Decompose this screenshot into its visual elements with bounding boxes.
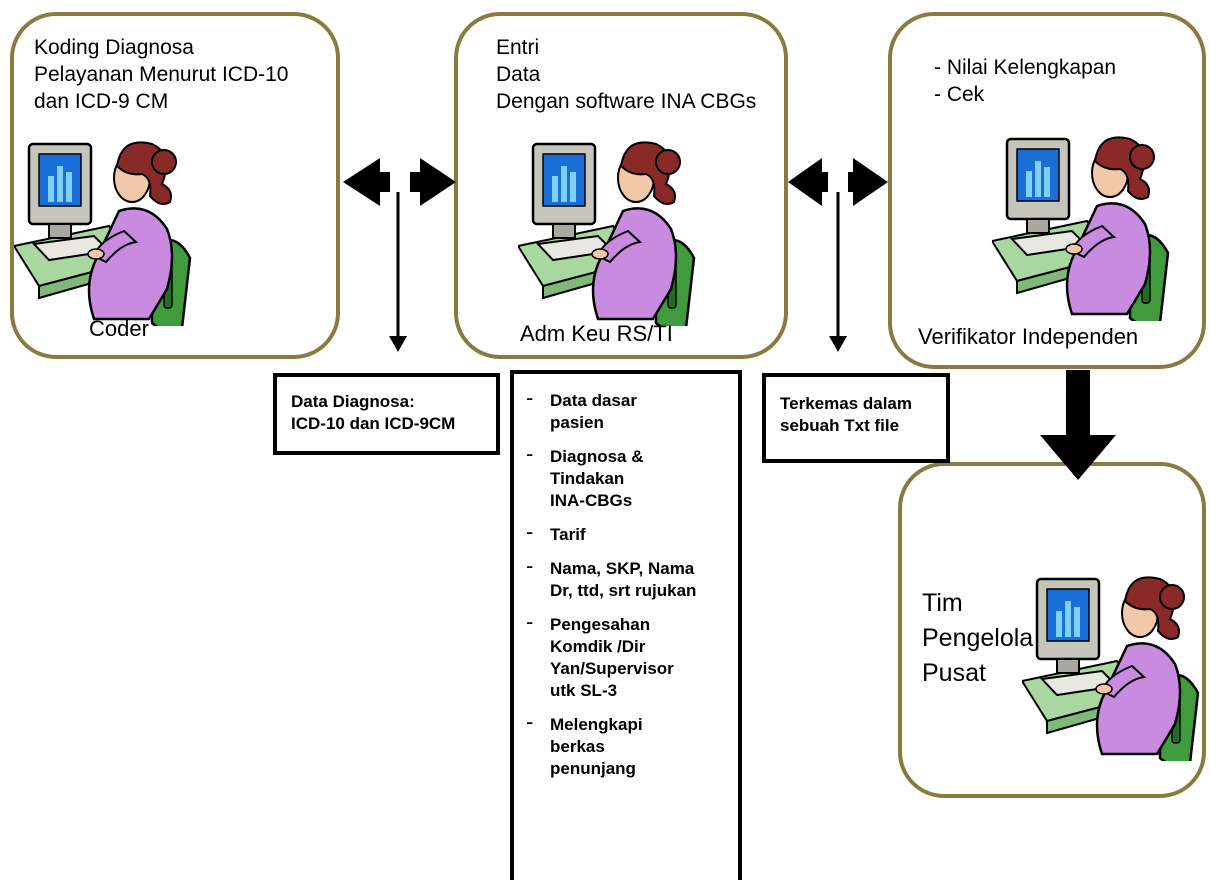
central-description: Tim Pengelola Pusat	[922, 586, 1033, 691]
entry-data-box: Data dasar pasien Diagnosa & Tindakan IN…	[510, 370, 742, 880]
double-arrow-gap	[390, 172, 410, 192]
central-line: Tim	[922, 589, 963, 617]
coder-line: Koding Diagnosa	[34, 36, 194, 59]
verifier-line: - Nilai Kelengkapan	[934, 56, 1117, 79]
admin-role-label: Adm Keu RS/TI	[520, 321, 673, 346]
admin-description: Entri Data Dengan software INA CBGs	[496, 34, 756, 115]
verifier-description: - Nilai Kelengkapan - Cek	[934, 54, 1116, 108]
admin-node: Entri Data Dengan software INA CBGs Adm …	[454, 12, 788, 359]
admin-line: Data	[496, 63, 541, 86]
down-arrowhead-diagnosis	[389, 336, 407, 352]
coder-line: Pelayanan Menurut ICD-10	[34, 63, 289, 86]
admin-line: Dengan software INA CBGs	[496, 90, 757, 113]
coder-description: Koding Diagnosa Pelayanan Menurut ICD-10…	[34, 34, 288, 115]
coder-role-label: Coder	[89, 316, 149, 341]
entry-data-item: Diagnosa & Tindakan INA-CBGs	[526, 443, 696, 512]
central-line: Pusat	[922, 659, 986, 687]
coder-node: Koding Diagnosa Pelayanan Menurut ICD-10…	[10, 12, 340, 359]
entry-data-item: Data dasar pasien	[526, 387, 696, 434]
central-node: Tim Pengelola Pusat	[898, 462, 1206, 798]
diagnosis-data-box: Data Diagnosa: ICD-10 dan ICD-9CM	[273, 373, 500, 455]
entry-data-item: Tarif	[526, 521, 696, 546]
export-box: Terkemas dalam sebuah Txt file	[762, 373, 950, 463]
coder-line: dan ICD-9 CM	[34, 90, 169, 113]
verifier-line: - Cek	[934, 83, 985, 106]
thick-arrow-verifier-central	[1040, 370, 1116, 480]
entry-data-item: Nama, SKP, Nama Dr, ttd, srt rujukan	[526, 555, 696, 602]
entry-data-item: Pengesahan Komdik /Dir Yan/Supervisor ut…	[526, 611, 696, 702]
entry-data-list: Data dasar pasien Diagnosa & Tindakan IN…	[526, 387, 696, 792]
export-line: sebuah Txt file	[780, 416, 900, 435]
down-arrowhead-export	[829, 336, 847, 352]
double-arrow-gap	[828, 172, 848, 192]
central-line: Pengelola	[922, 624, 1034, 652]
diagnosis-data-line: ICD-10 dan ICD-9CM	[291, 414, 456, 433]
export-line: Terkemas dalam	[780, 394, 912, 413]
verifier-role-label: Verifikator Independen	[918, 324, 1139, 349]
verifier-node: - Nilai Kelengkapan - Cek Verifikator In…	[888, 12, 1206, 369]
diagnosis-data-line: Data Diagnosa:	[291, 392, 415, 411]
admin-line: Entri	[496, 36, 540, 59]
entry-data-item: Melengkapi berkas penunjang	[526, 711, 696, 780]
